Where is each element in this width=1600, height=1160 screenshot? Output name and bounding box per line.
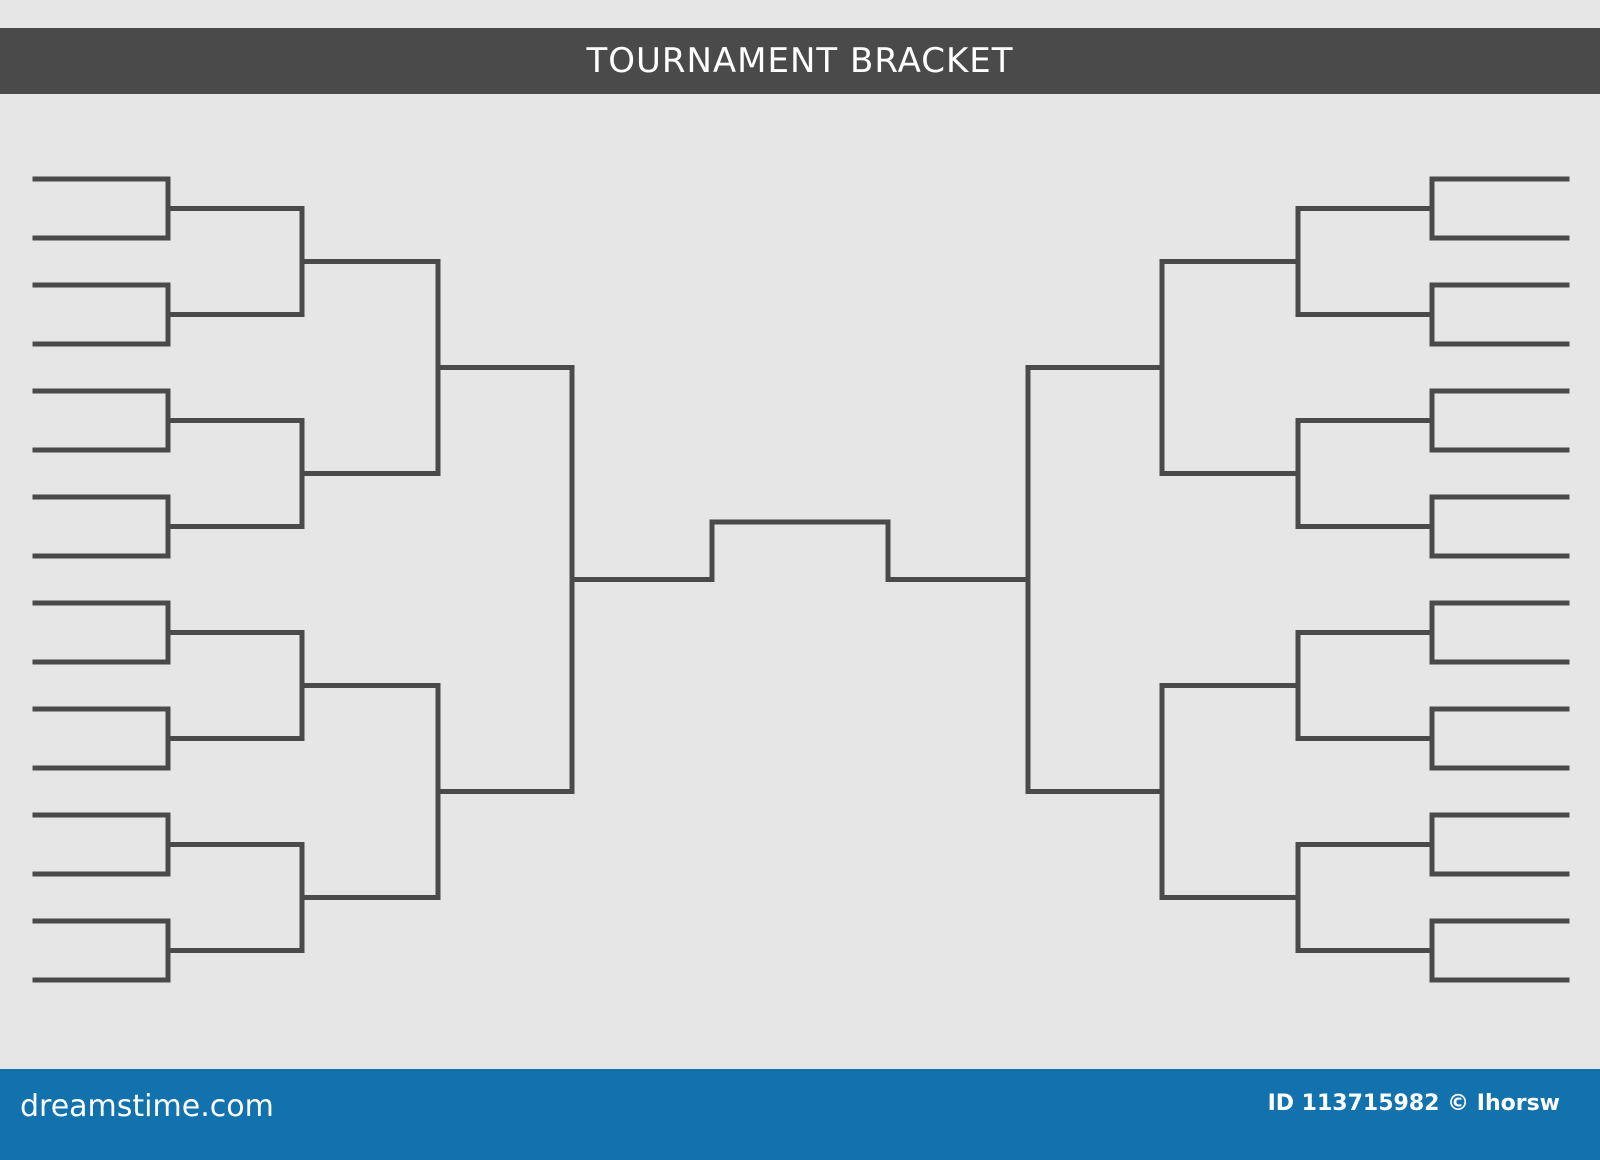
bracket-diagram [32,176,1570,983]
footer-bar: dreamstime.com ID 113715982 © Ihorsw [0,1069,1600,1160]
footer-site: dreamstime.com [20,1089,274,1124]
footer-id: ID 113715982 © Ihorsw [1267,1091,1560,1116]
title-bar: TOURNAMENT BRACKET [0,28,1600,94]
page-title: TOURNAMENT BRACKET [586,41,1014,81]
